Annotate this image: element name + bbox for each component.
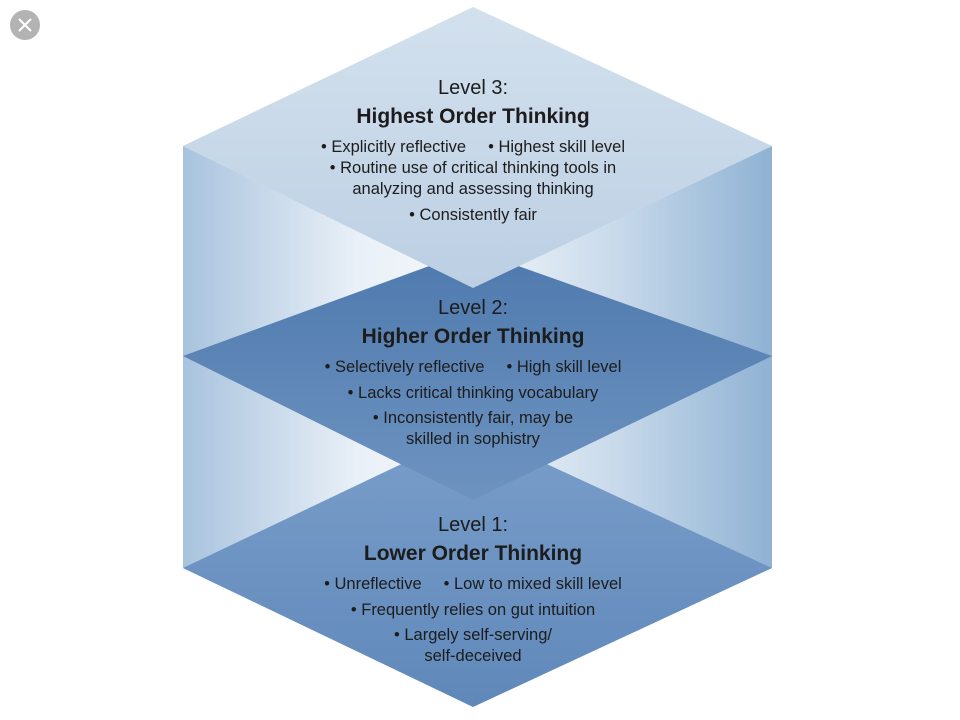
level-1-title: Lower Order Thinking [363,542,583,565]
level-1-block: Level 1: Lower Order Thinking • Unreflec… [273,513,673,667]
level-2-line-1: • Selectively reflective • High skill lev… [273,356,673,378]
level-1-label: Level 1: [437,514,509,536]
close-icon [18,18,32,32]
level-2-block: Level 2: Higher Order Thinking • Selecti… [273,296,673,450]
level-1-bullet-reflective: • Unreflective [324,575,422,593]
level-3-title: Highest Order Thinking [356,105,590,128]
level-2-bullet-reflective: • Selectively reflective [324,358,485,376]
level-3-line-1: • Explicitly reflective • Highest skill l… [273,136,673,158]
level-2-label: Level 2: [437,297,509,319]
level-3-bullet-reflective: • Explicitly reflective [320,138,467,156]
level-1-line-3: • Largely self-serving/ [393,626,552,644]
level-1-line-3-cont: self-deceived [424,647,522,665]
level-1-bullet-skill: • Low to mixed skill level [443,575,622,593]
level-3-line-3: • Consistently fair [409,206,537,224]
level-1-face [183,430,772,707]
level-3-bullet-skill: • Highest skill level [488,138,626,156]
level-3-block: Level 3: Highest Order Thinking • Explic… [273,76,673,226]
level-2-line-3-cont: skilled in sophistry [406,430,540,448]
close-button[interactable] [10,10,40,40]
level-1-line-2: • Frequently relies on gut intuition [350,601,596,619]
level-3-line-2: • Routine use of critical thinking tools… [329,159,617,177]
level-2-face [183,250,772,500]
level-3-face [183,7,772,288]
level-1-line-1: • Unreflective • Low to mixed skill level [273,573,673,595]
level-2-line-2: • Lacks critical thinking vocabulary [347,384,599,402]
level-2-title: Higher Order Thinking [361,325,585,348]
level-3-line-2-cont: analyzing and assessing thinking [352,180,594,198]
level-2-bullet-skill: • High skill level [506,358,622,376]
level-2-line-3: • Inconsistently fair, may be [372,409,574,427]
level-3-label: Level 3: [437,77,509,99]
